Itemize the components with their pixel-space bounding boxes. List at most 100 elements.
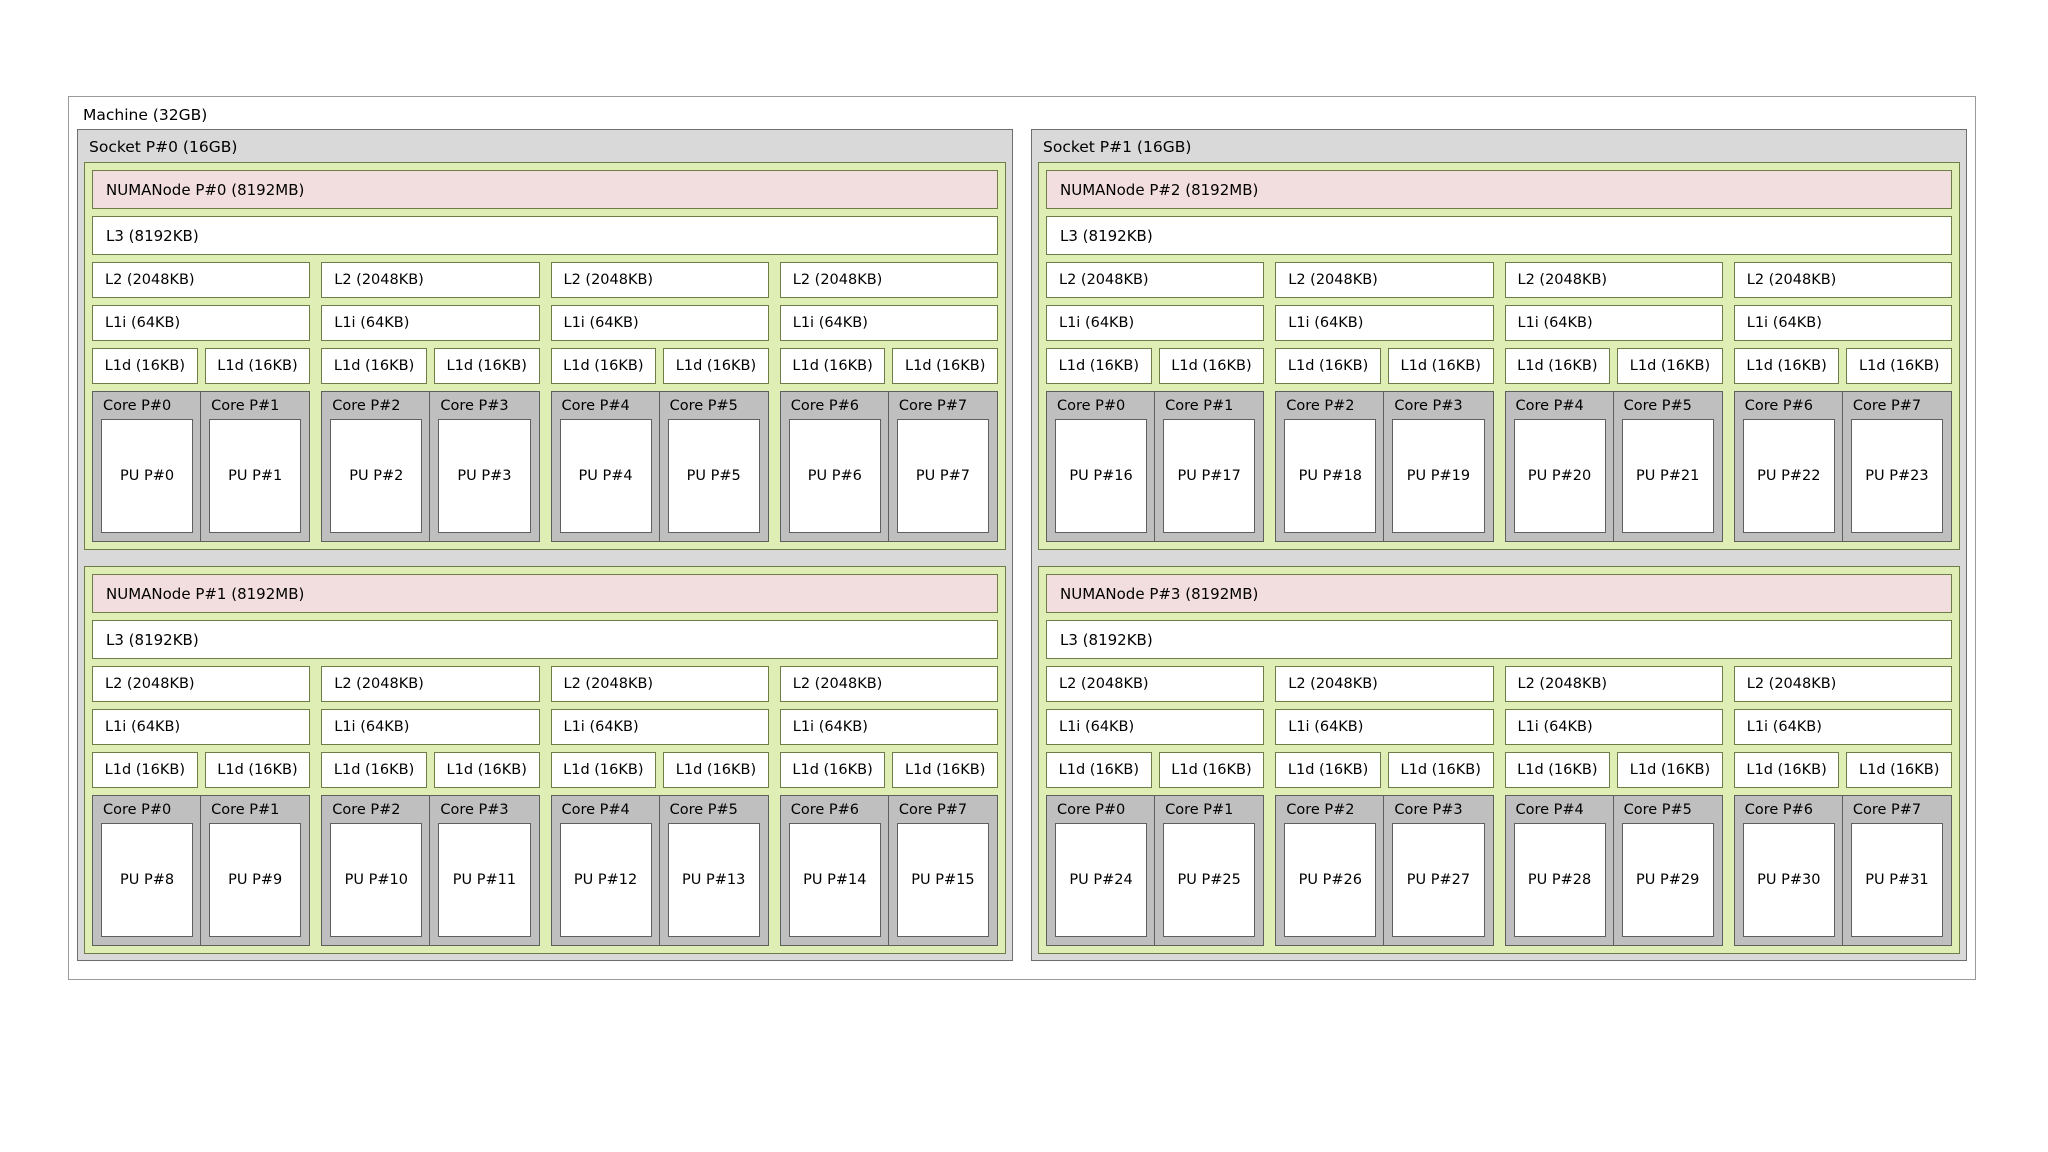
l1i-cache-box: L1i (64KB) xyxy=(1733,709,1952,745)
core-box: Core P#0 PU P#8 xyxy=(92,795,203,946)
core-label: Core P#5 xyxy=(669,398,738,414)
l2-columns-container: L2 (2048KB)L1i (64KB)L1d (16KB)L1d (16KB… xyxy=(1046,262,1952,542)
l1d-cache-box: L1d (16KB) xyxy=(433,348,540,384)
l2-column: L2 (2048KB)L1i (64KB)L1d (16KB)L1d (16KB… xyxy=(92,666,311,946)
pu-box: PU P#19 xyxy=(1392,419,1485,533)
core-label: Core P#2 xyxy=(332,802,401,818)
l1d-cache-box: L1d (16KB) xyxy=(1275,348,1381,384)
numanode-box: NUMANode P#1 (8192MB) xyxy=(92,574,998,613)
l2-cache-box: L2 (2048KB) xyxy=(550,262,769,298)
l1i-cache-box: L1i (64KB) xyxy=(1504,305,1723,341)
core-label: Core P#1 xyxy=(1165,398,1234,414)
pu-box: PU P#17 xyxy=(1163,419,1256,533)
sockets-container: Socket P#0 (16GB) NUMANode P#0 (8192MB) L3… xyxy=(77,129,1967,961)
l1d-cache-box: L1d (16KB) xyxy=(892,752,998,788)
l1d-row: L1d (16KB)L1d (16KB) xyxy=(92,752,311,788)
pu-box: PU P#29 xyxy=(1621,823,1714,937)
l2-column: L2 (2048KB)L1i (64KB)L1d (16KB)L1d (16KB… xyxy=(779,262,998,542)
pu-box: PU P#12 xyxy=(559,823,652,937)
core-label: Core P#0 xyxy=(103,802,172,818)
l1i-cache-box: L1i (64KB) xyxy=(321,305,540,341)
l2-column: L2 (2048KB)L1i (64KB)L1d (16KB)L1d (16KB… xyxy=(779,666,998,946)
l1d-cache-box: L1d (16KB) xyxy=(663,348,769,384)
core-label: Core P#4 xyxy=(1515,802,1584,818)
l1d-cache-box: L1d (16KB) xyxy=(663,752,769,788)
l2-cache-box: L2 (2048KB) xyxy=(779,666,998,702)
core-label: Core P#4 xyxy=(1515,398,1584,414)
l1i-cache-box: L1i (64KB) xyxy=(550,709,769,745)
numa-groups-container: NUMANode P#0 (8192MB) L3 (8192KB) L2 (2048… xyxy=(84,162,1006,954)
l1d-cache-box: L1d (16KB) xyxy=(1387,348,1494,384)
core-label: Core P#6 xyxy=(1744,802,1814,818)
l2-column: L2 (2048KB)L1i (64KB)L1d (16KB)L1d (16KB… xyxy=(1504,666,1723,946)
pu-box: PU P#8 xyxy=(101,823,194,937)
l1d-row: L1d (16KB)L1d (16KB) xyxy=(1733,348,1952,384)
l1d-cache-box: L1d (16KB) xyxy=(1504,348,1611,384)
core-label: Core P#3 xyxy=(1394,398,1463,414)
machine-title: Machine (32GB) xyxy=(83,106,208,124)
core-label: Core P#6 xyxy=(790,398,860,414)
l2-cache-box: L2 (2048KB) xyxy=(1733,262,1952,298)
core-label: Core P#5 xyxy=(1623,398,1692,414)
l1d-cache-box: L1d (16KB) xyxy=(1733,752,1840,788)
core-label: Core P#7 xyxy=(898,398,968,414)
l2-column: L2 (2048KB)L1i (64KB)L1d (16KB)L1d (16KB… xyxy=(1275,666,1494,946)
l1i-cache-box: L1i (64KB) xyxy=(1504,709,1723,745)
l1d-cache-box: L1d (16KB) xyxy=(550,752,657,788)
pu-box: PU P#24 xyxy=(1055,823,1148,937)
l1d-row: L1d (16KB)L1d (16KB) xyxy=(321,752,540,788)
l1d-cache-box: L1d (16KB) xyxy=(892,348,998,384)
pu-box: PU P#13 xyxy=(667,823,760,937)
l2-column: L2 (2048KB)L1i (64KB)L1d (16KB)L1d (16KB… xyxy=(1733,262,1952,542)
l2-cache-box: L2 (2048KB) xyxy=(550,666,769,702)
pu-box: PU P#14 xyxy=(788,823,881,937)
core-label: Core P#7 xyxy=(1852,802,1922,818)
l1d-row: L1d (16KB)L1d (16KB) xyxy=(779,348,998,384)
pu-box: PU P#27 xyxy=(1392,823,1485,937)
l1i-cache-box: L1i (64KB) xyxy=(779,709,998,745)
numanode-box: NUMANode P#3 (8192MB) xyxy=(1046,574,1952,613)
core-label: Core P#5 xyxy=(669,802,738,818)
pu-box: PU P#7 xyxy=(896,419,989,533)
l1d-cache-box: L1d (16KB) xyxy=(1617,752,1723,788)
core-box: Core P#5 PU P#13 xyxy=(658,795,769,946)
pu-box: PU P#11 xyxy=(438,823,531,937)
l2-column: L2 (2048KB)L1i (64KB)L1d (16KB)L1d (16KB… xyxy=(1046,262,1265,542)
l3-cache-box: L3 (8192KB) xyxy=(92,216,998,255)
socket-title: Socket P#0 (16GB) xyxy=(89,138,238,156)
pu-box: PU P#22 xyxy=(1742,419,1835,533)
pu-box: PU P#2 xyxy=(330,419,423,533)
l1d-cache-box: L1d (16KB) xyxy=(92,752,198,788)
numanode-box: NUMANode P#0 (8192MB) xyxy=(92,170,998,209)
l1i-cache-box: L1i (64KB) xyxy=(92,305,311,341)
pu-box: PU P#20 xyxy=(1513,419,1606,533)
l1d-row: L1d (16KB)L1d (16KB) xyxy=(1275,752,1494,788)
l2-cache-box: L2 (2048KB) xyxy=(1275,262,1494,298)
l1d-cache-box: L1d (16KB) xyxy=(1617,348,1723,384)
numanode-box: NUMANode P#2 (8192MB) xyxy=(1046,170,1952,209)
core-label: Core P#1 xyxy=(211,398,280,414)
numa-group: NUMANode P#2 (8192MB)L3 (8192KB)L2 (2048… xyxy=(1038,162,1960,550)
